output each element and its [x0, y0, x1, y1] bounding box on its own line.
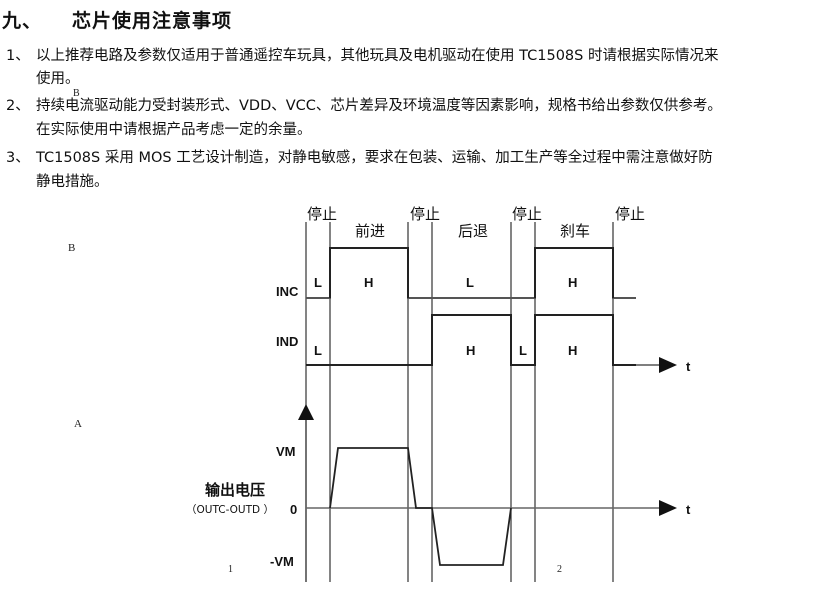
phase-label-backward: 后退 — [458, 222, 488, 240]
note-index: 1、 — [6, 48, 30, 64]
note-item: 1、以上推荐电路及参数仅适用于普通遥控车玩具，其他玩具及电机驱动在使用 TC15… — [6, 45, 719, 87]
note-line: TC1508S 采用 MOS 工艺设计制造，对静电敏感，要求在包装、运输、加工生… — [36, 150, 713, 166]
phase-label-stop: 停止 — [512, 205, 542, 223]
inc-level: L — [314, 275, 322, 290]
ind-time-arrow-icon — [659, 357, 677, 373]
note-line: 使用。 — [36, 71, 80, 87]
output-voltage-subtitle: （OUTC-OUTD ） — [186, 504, 274, 516]
ind-level: H — [466, 343, 475, 358]
phase-label-brake: 刹车 — [560, 222, 590, 240]
phase-label-stop: 停止 — [615, 205, 645, 223]
note-line: 静电措施。 — [36, 174, 109, 190]
note-line: 在实际使用中请根据产品考虑一定的余量。 — [36, 122, 312, 138]
note-line: 以上推荐电路及参数仅适用于普通遥控车玩具，其他玩具及电机驱动在使用 TC1508… — [36, 48, 719, 64]
output-voltage-waveform — [329, 447, 512, 566]
phase-dividers — [305, 222, 614, 582]
phase-label-stop: 停止 — [410, 205, 440, 223]
note-item: 2、持续电流驱动能力受封装形式、VDD、VCC、芯片差异及环境温度等因素影响，规… — [6, 95, 722, 138]
marker-b: B — [68, 242, 76, 254]
output-t-label: t — [686, 502, 691, 517]
section-title: 芯片使用注意事项 — [72, 10, 233, 32]
ind-waveform — [306, 314, 636, 366]
note-item: 3、 TC1508S 采用 MOS 工艺设计制造，对静电敏感，要求在包装、运输、加… — [6, 147, 713, 190]
marker-1: 1 — [228, 564, 233, 575]
inc-waveform-forward — [329, 247, 409, 298]
note-index: 3、 — [6, 150, 30, 166]
ind-level: L — [519, 343, 527, 358]
note-line: 持续电流驱动能力受封装形式、VDD、VCC、芯片差异及环境温度等因素影响，规格书… — [36, 98, 722, 114]
neg-vm-label: -VM — [270, 554, 294, 569]
inc-level: H — [364, 275, 373, 290]
ind-level: L — [314, 343, 322, 358]
note-index: 2、 — [6, 98, 30, 114]
phase-label-forward: 前进 — [355, 222, 385, 240]
marker-2: 2 — [557, 564, 562, 575]
inc-label: INC — [276, 284, 299, 299]
inc-level: H — [568, 275, 577, 290]
output-time-arrow-icon — [659, 500, 677, 516]
ind-t-label: t — [686, 359, 691, 374]
inc-waveform — [306, 247, 636, 299]
zero-label: 0 — [290, 502, 297, 517]
output-voltage-title: 输出电压 — [205, 481, 265, 499]
inc-waveform-brake — [534, 247, 614, 298]
section-number: 九、 — [2, 10, 43, 32]
vm-label: VM — [276, 444, 296, 459]
marker-a: A — [74, 418, 82, 430]
ind-level: H — [568, 343, 577, 358]
voltage-axis-arrow-icon — [298, 404, 314, 420]
section-heading: 九、 芯片使用注意事项 — [2, 6, 232, 33]
ind-label: IND — [276, 334, 298, 349]
inc-level: L — [466, 275, 474, 290]
phase-label-stop: 停止 — [307, 205, 337, 223]
marker-b-small: B — [73, 88, 80, 99]
